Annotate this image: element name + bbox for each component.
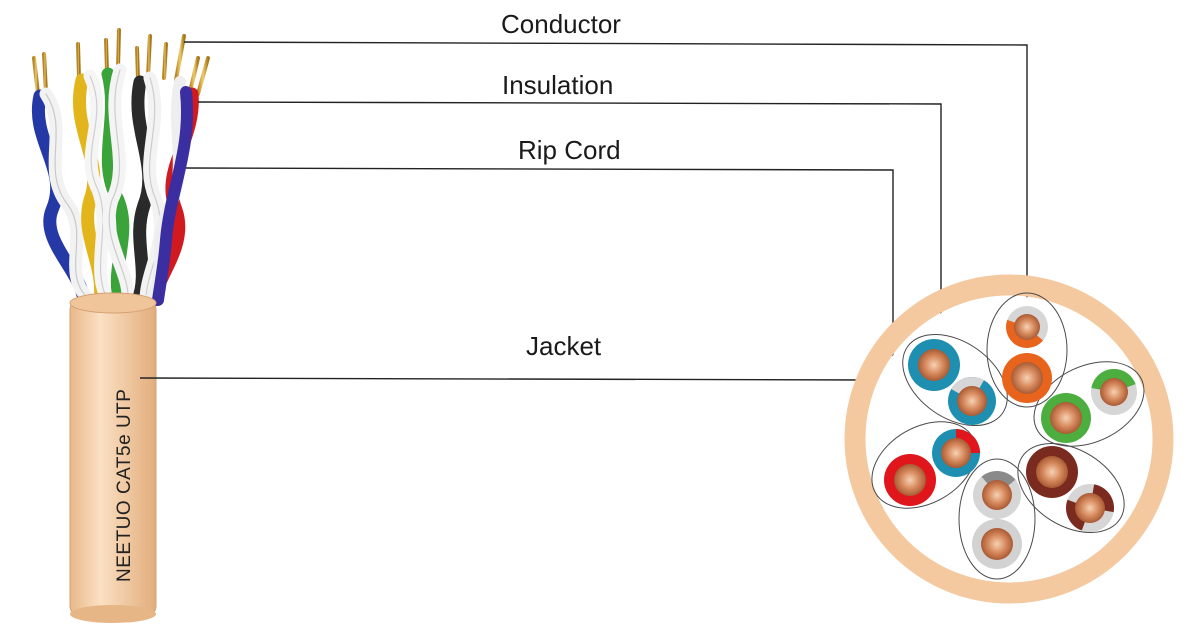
gray-pair-outline — [958, 458, 1036, 580]
cable-jacket — [69, 292, 157, 623]
conductor-blue-solid — [908, 339, 960, 391]
leader-insulation — [197, 101, 942, 342]
conductor-gray-solid — [972, 519, 1022, 569]
pair-outlines — [871, 292, 1145, 580]
green-pair-outline — [1033, 361, 1145, 447]
cable-print-text: NEETUO CAT5e UTP — [114, 389, 135, 582]
brown-pair-outline — [1017, 442, 1125, 534]
conductor-red-solid — [884, 454, 936, 506]
callouts: Conductor Insulation Rip Cord Jacket — [139, 9, 1028, 404]
blue-pair-outline — [902, 333, 1008, 427]
conductor-green-solid — [1041, 393, 1091, 443]
jacket-ring — [844, 274, 1174, 604]
leader-conductor — [183, 41, 1028, 322]
cable-cross-section — [844, 274, 1174, 604]
cable-side-view: NEETUO CAT5e UTP — [31, 28, 210, 623]
conductor-brown-stripe — [1066, 484, 1114, 532]
conductor-blue-red — [932, 429, 980, 477]
conductor-orange-solid — [1002, 353, 1052, 403]
conductor-tips — [32, 28, 210, 96]
orange-pair-outline — [986, 292, 1068, 408]
conductor-gray-stripe — [973, 471, 1021, 519]
conductors — [884, 306, 1137, 569]
label-insulation: Insulation — [502, 70, 613, 100]
twisted-pairs — [31, 63, 199, 307]
label-conductor: Conductor — [501, 9, 621, 39]
conductor-orange-stripe — [1005, 306, 1048, 349]
leader-jacket — [139, 377, 869, 381]
conductor-green-stripe — [1091, 369, 1137, 415]
label-rip-cord: Rip Cord — [518, 135, 621, 165]
leader-rip-cord — [185, 167, 894, 404]
conductor-blue-stripe — [948, 377, 996, 425]
conductor-brown-solid — [1026, 446, 1078, 498]
label-jacket: Jacket — [526, 331, 602, 361]
